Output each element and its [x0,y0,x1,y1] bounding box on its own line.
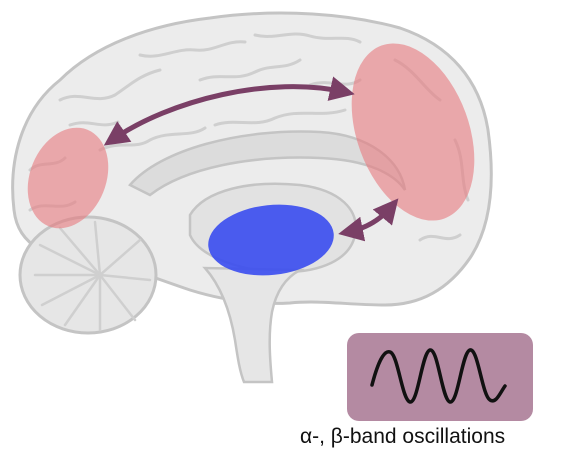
oscillation-caption: α-, β-band oscillations [300,425,565,449]
cerebellum [20,217,156,333]
